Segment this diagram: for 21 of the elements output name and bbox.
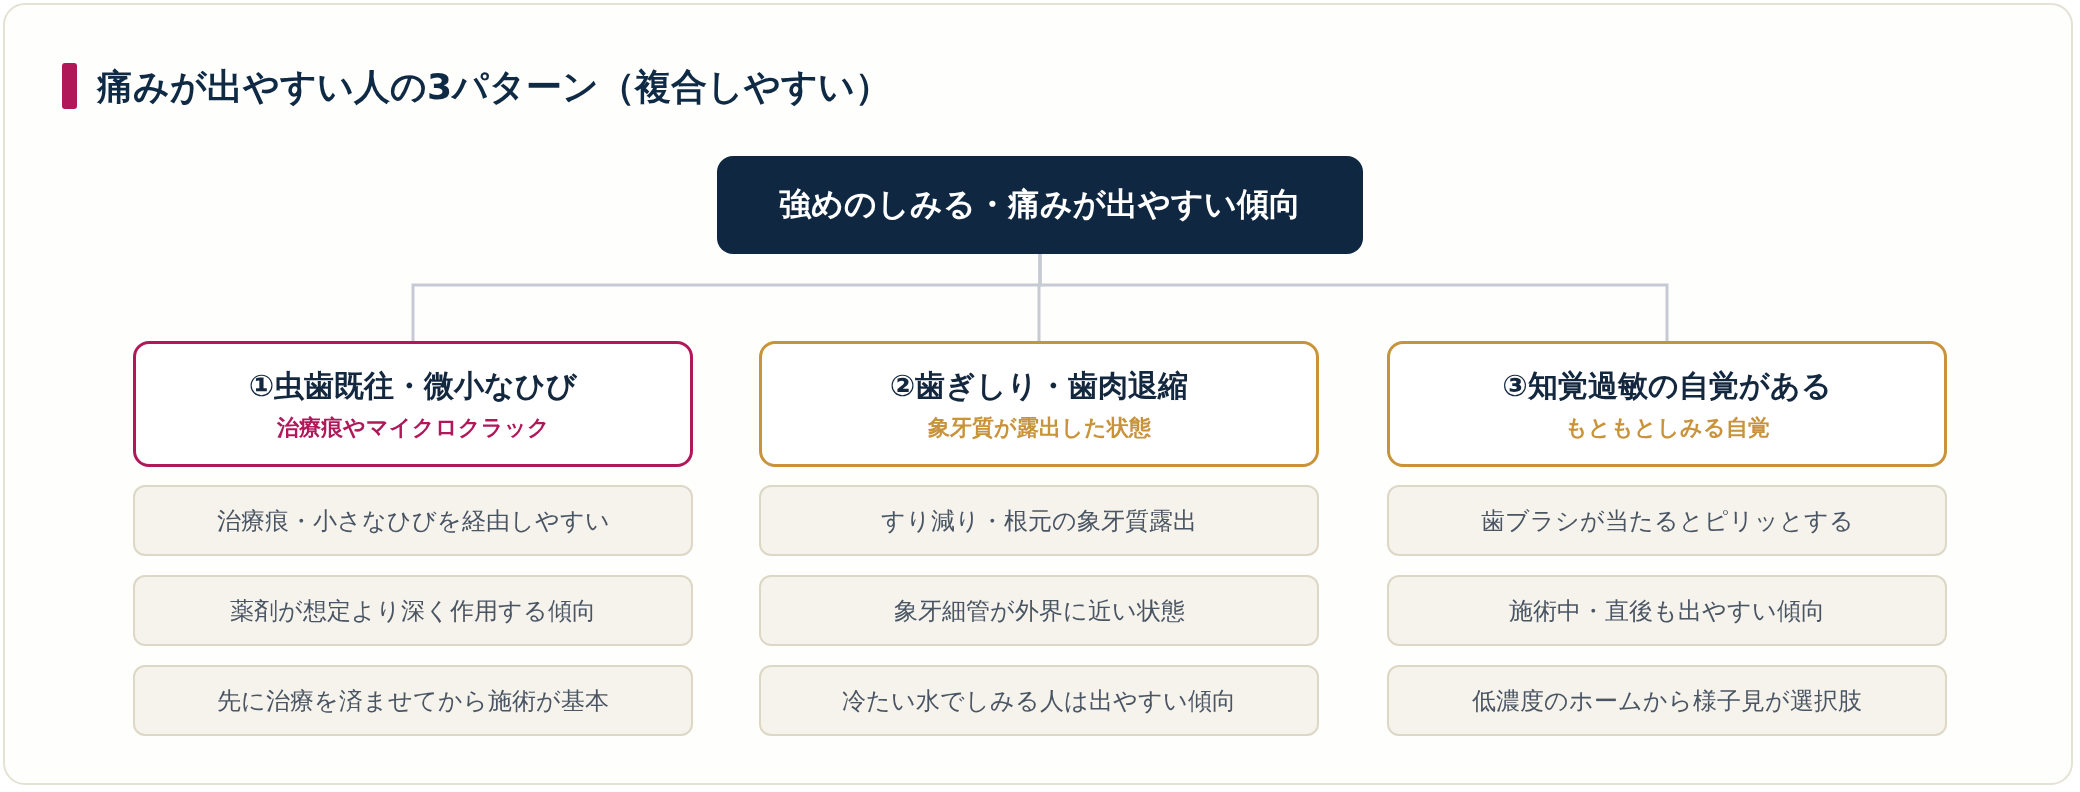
category-heading: ③知覚過敏の自覚がある: [1502, 366, 1832, 405]
connector-line: [1038, 254, 1669, 341]
category-box: [133, 341, 693, 467]
category-heading: ②歯ぎしり・歯肉退縮: [889, 366, 1189, 405]
detail-box: 冷たい水でしみる人は出やすい傾向: [759, 665, 1319, 736]
detail-box: 薬剤が想定より深く作用する傾向: [133, 575, 693, 646]
category-subtitle: 象牙質が露出した状態: [927, 413, 1151, 442]
heading-box: 強めのしみる・痛みが出やすい傾向: [717, 156, 1363, 254]
detail-box: すり減り・根元の象牙質露出: [759, 485, 1319, 556]
category-box: [759, 341, 1319, 467]
detail-box: 施術中・直後も出やすい傾向: [1387, 575, 1947, 646]
category-box: [1387, 341, 1947, 467]
detail-box: 象牙細管が外界に近い状態: [759, 575, 1319, 646]
category-subtitle: もともとしみる自覚: [1564, 413, 1770, 442]
detail-box: 低濃度のホームから様子見が選択肢: [1387, 665, 1947, 736]
category-heading: ①虫歯既往・微小なひび: [248, 366, 578, 405]
detail-box: 治療痕・小さなひびを経由しやすい: [133, 485, 693, 556]
category-subtitle: 治療痕やマイクロクラック: [276, 413, 550, 442]
detail-box: 先に治療を済ませてから施術が基本: [133, 665, 693, 736]
detail-box: 歯ブラシが当たるとピリッとする: [1387, 485, 1947, 556]
title: 痛みが出やすい人の3パターン（複合しやすい）: [97, 65, 892, 109]
